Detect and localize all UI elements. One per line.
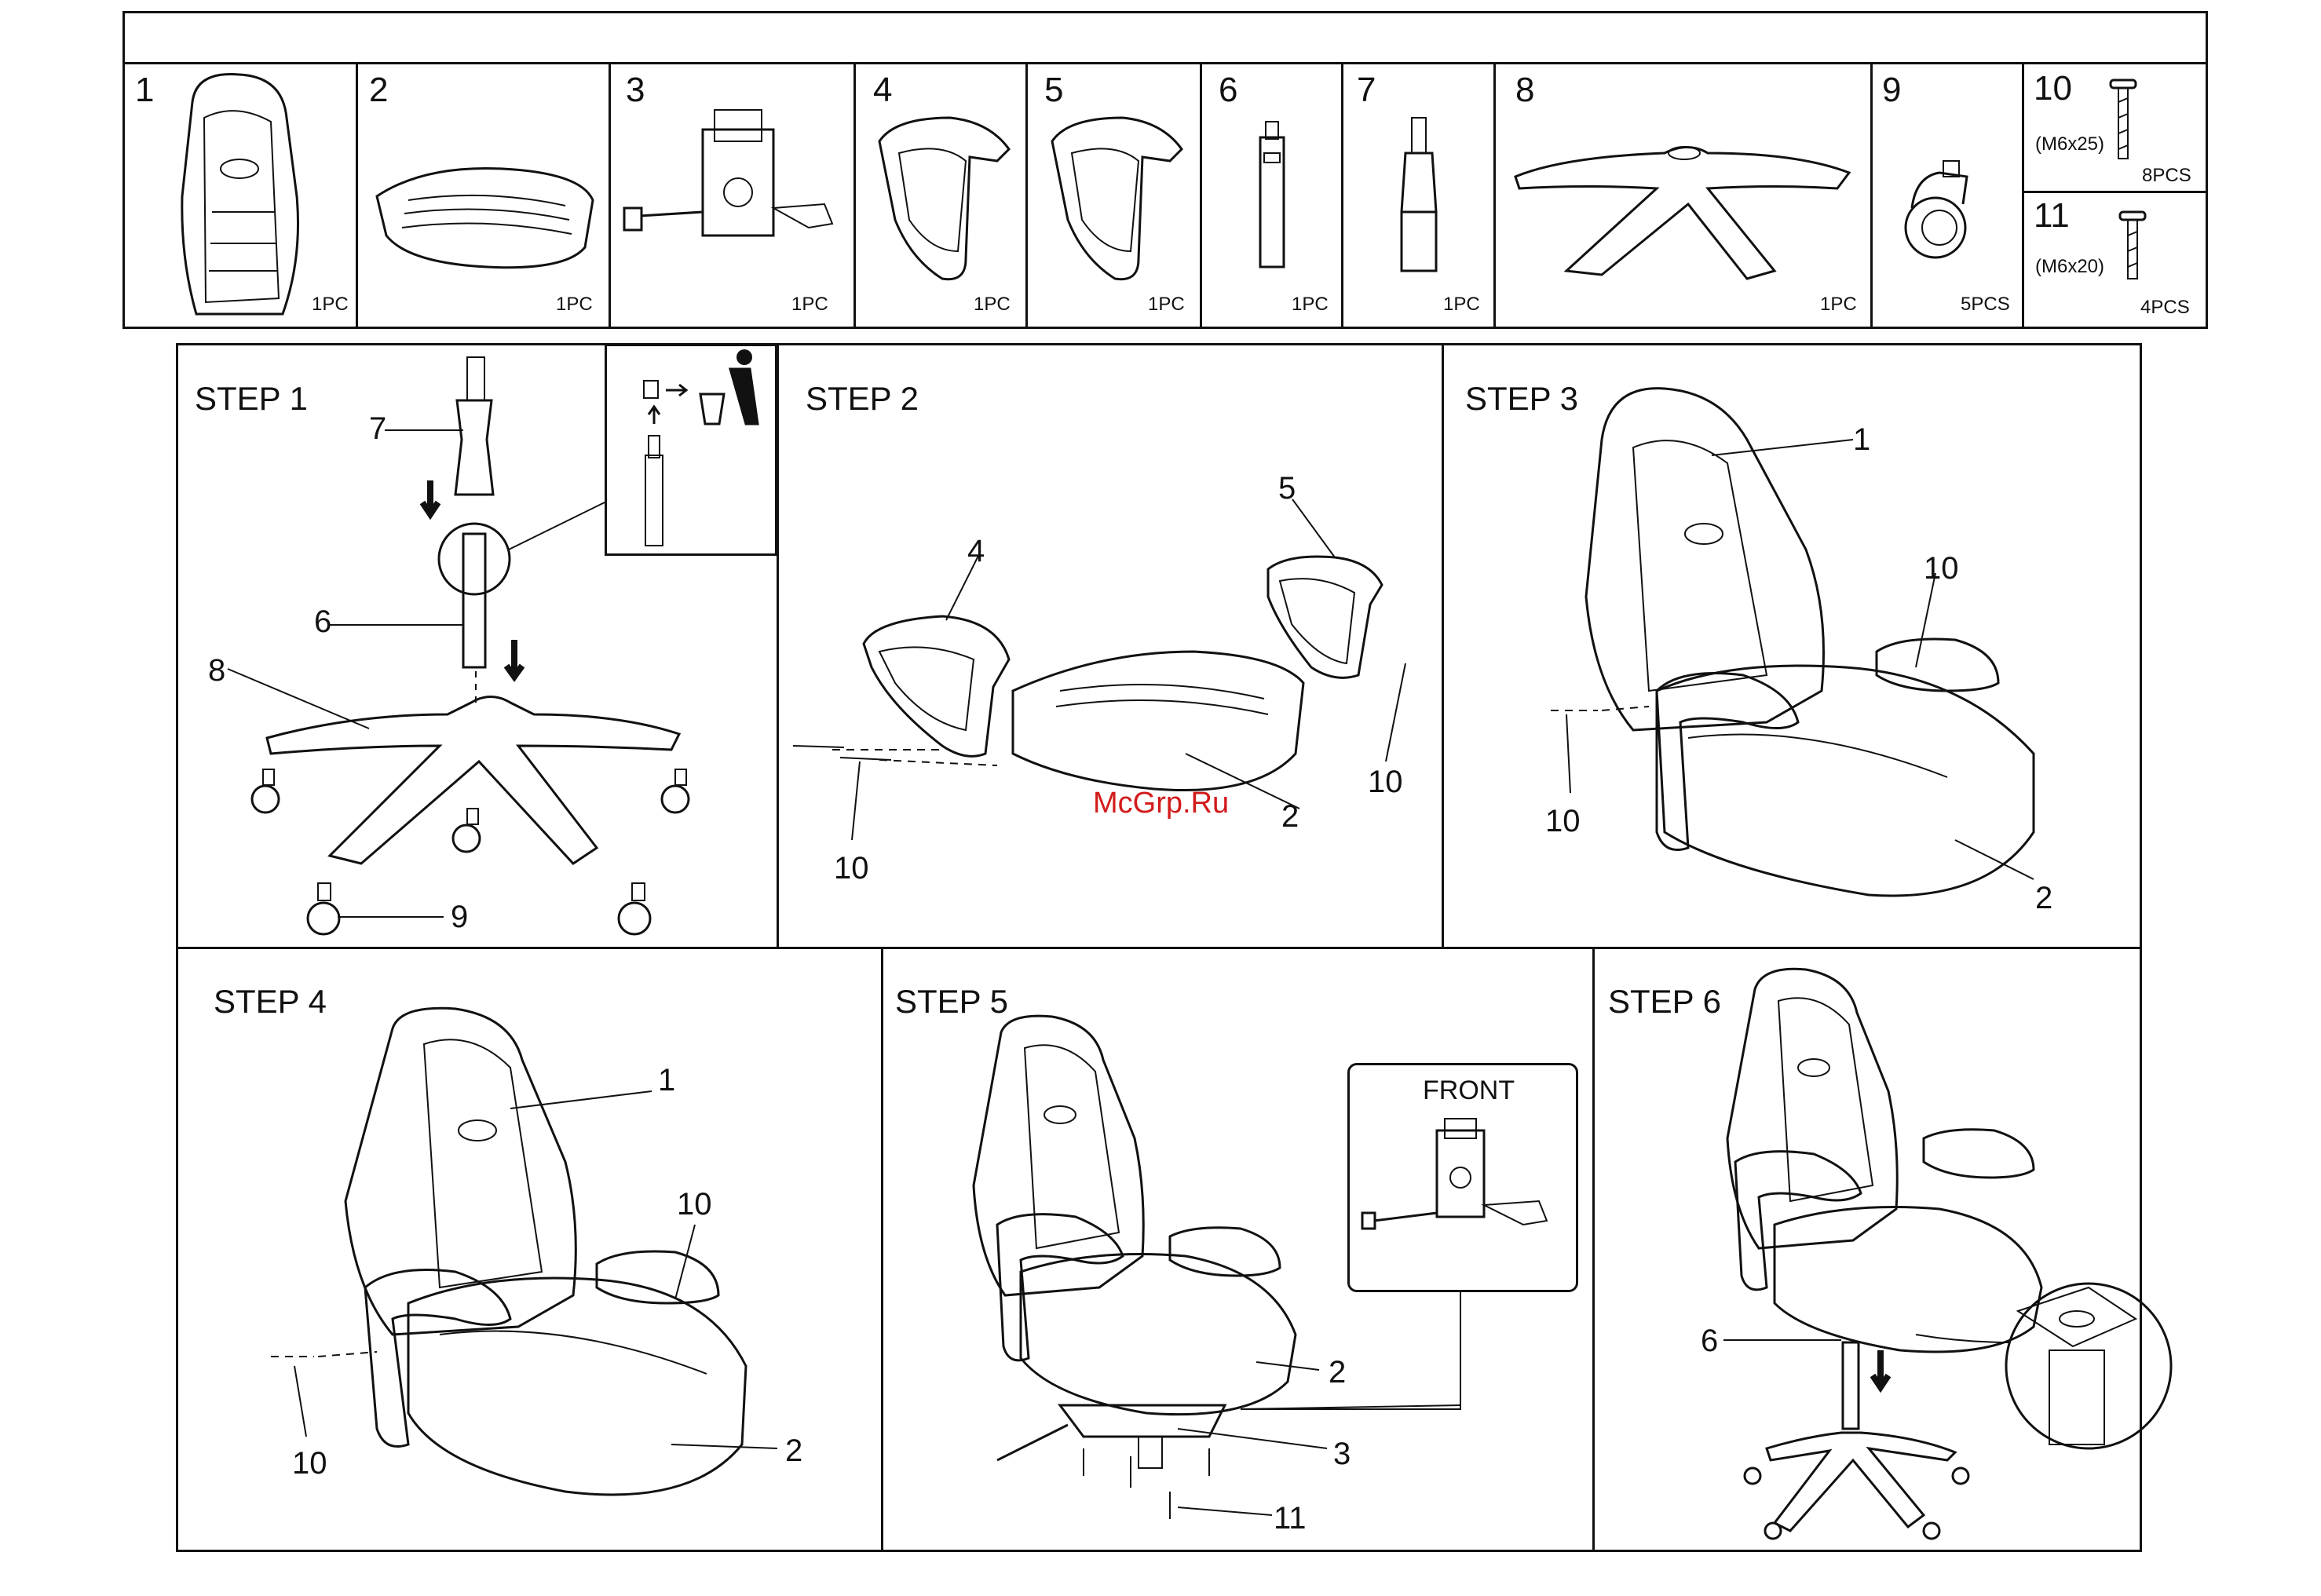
step-1-illustration xyxy=(228,349,758,934)
trash-bin-icon xyxy=(644,349,758,546)
step-6-illustration xyxy=(1723,969,2171,1539)
step-3-illustration xyxy=(1551,389,2034,896)
step-1-casters xyxy=(252,769,689,934)
step-5-illustration xyxy=(974,1016,1547,1519)
step-4-illustration xyxy=(271,1008,777,1495)
step-2-illustration xyxy=(793,499,1405,840)
